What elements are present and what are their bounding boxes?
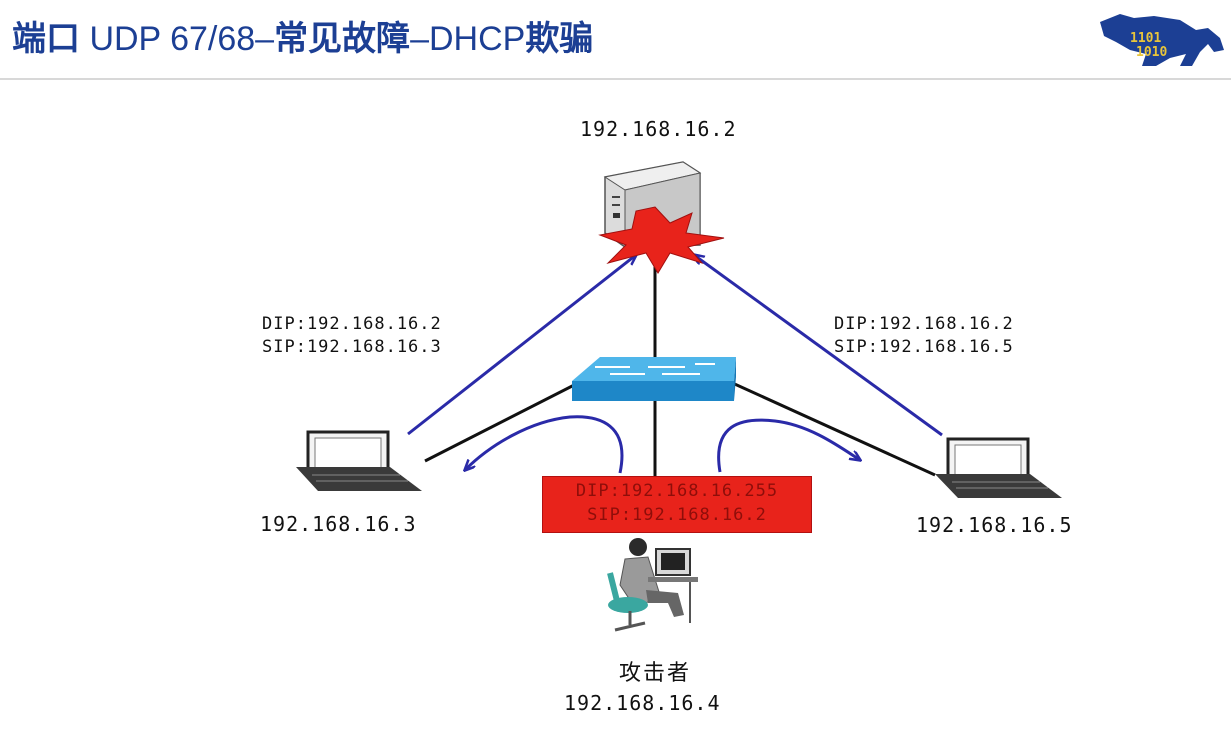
tiger-logo: 1101 1010 <box>1096 8 1228 70</box>
right-laptop-icon <box>935 437 1062 498</box>
link-switch-right-host <box>727 379 936 477</box>
right-packet-sip: SIP:192.168.16.5 <box>834 337 1014 357</box>
left-host-ip-label: 192.168.16.3 <box>260 512 417 536</box>
slide-title: 端口 UDP 67/68–常见故障–DHCP欺骗 <box>12 14 593 64</box>
left-laptop-icon <box>296 430 422 491</box>
left-packet-sip: SIP:192.168.16.3 <box>262 337 442 357</box>
link-switch-left-host <box>424 379 583 463</box>
broadcast-arrow-left <box>465 415 624 474</box>
right-host-ip-label: 192.168.16.5 <box>916 513 1073 537</box>
title-part3: 常见故障 <box>274 20 411 58</box>
dhcp-spoof-diagram: 192.168.16.2 DIP:192.168.16.2 SIP:192.16… <box>200 95 1130 735</box>
title-divider <box>0 78 1231 80</box>
right-packet-dip: DIP:192.168.16.2 <box>834 314 1014 334</box>
alert-starburst-icon <box>598 206 725 274</box>
title-part2: UDP 67/68– <box>80 20 275 58</box>
title-part4: –DHCP <box>410 20 526 58</box>
title-part5: 欺骗 <box>525 20 594 58</box>
attacker-icon <box>607 538 698 632</box>
title-part1: 端口 <box>12 20 80 58</box>
attacker-label: 攻击者 <box>619 661 692 686</box>
left-packet-dip: DIP:192.168.16.2 <box>262 314 442 334</box>
server-ip-label: 192.168.16.2 <box>580 117 737 141</box>
broadcast-arrow-right <box>717 418 860 473</box>
spoofed-packet-box: DIP:192.168.16.255 SIP:192.168.16.2 <box>542 476 812 533</box>
svg-text:1101: 1101 <box>1130 31 1161 46</box>
spoof-packet-dip: DIP:192.168.16.255 <box>575 481 779 501</box>
switch-icon <box>572 357 736 401</box>
svg-text:1010: 1010 <box>1136 45 1167 60</box>
request-arrow-right <box>694 255 943 437</box>
attacker-ip-label: 192.168.16.4 <box>564 691 721 715</box>
spoof-packet-sip: SIP:192.168.16.2 <box>587 505 767 525</box>
request-arrow-left <box>407 255 636 436</box>
